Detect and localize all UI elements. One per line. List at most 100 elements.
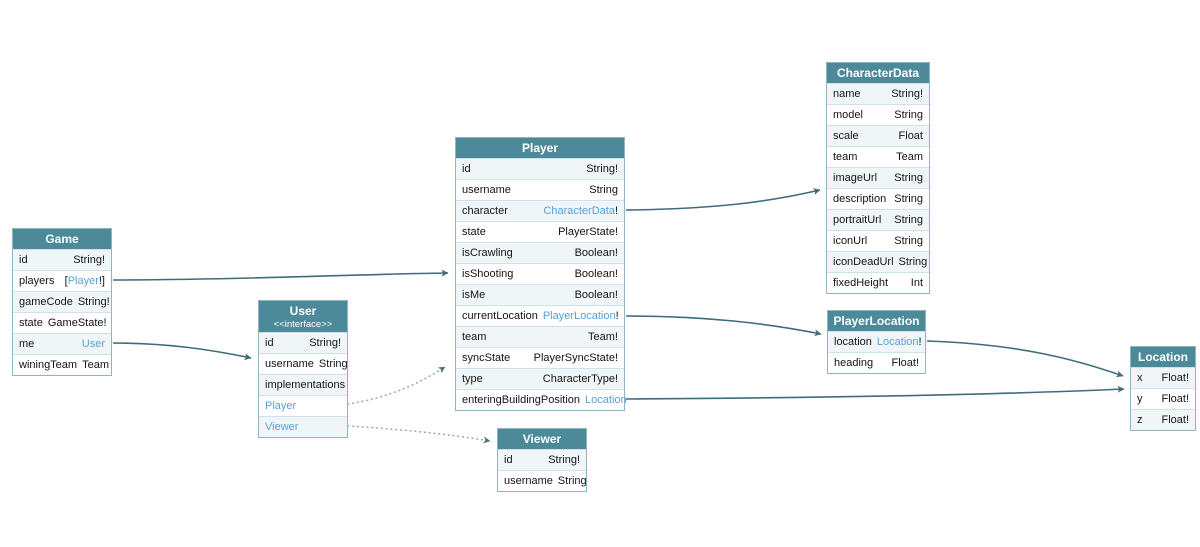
type-node-header[interactable]: Player bbox=[456, 138, 624, 158]
field-name: players bbox=[19, 275, 55, 287]
type-node-header[interactable]: PlayerLocation bbox=[828, 311, 925, 331]
type-link[interactable]: Location bbox=[585, 394, 627, 406]
type-modifier: String! bbox=[309, 337, 341, 349]
type-modifier: Boolean! bbox=[574, 289, 618, 301]
type-modifier: PlayerState! bbox=[558, 226, 618, 238]
field-name: model bbox=[833, 109, 863, 121]
field-type: String bbox=[899, 252, 928, 272]
edge-game-me bbox=[112, 342, 252, 361]
field-name: currentLocation bbox=[462, 310, 538, 322]
type-node-header[interactable]: CharacterData bbox=[827, 63, 929, 83]
type-link[interactable]: PlayerLocation bbox=[542, 310, 616, 322]
type-node-header[interactable]: User<<interface>> bbox=[259, 301, 347, 332]
type-modifier: Float! bbox=[1161, 372, 1189, 384]
field-type: CharacterType! bbox=[543, 369, 618, 389]
field-type: String bbox=[894, 210, 923, 230]
field-name: character bbox=[462, 205, 508, 217]
field-type: Float! bbox=[1161, 368, 1189, 388]
edge-user-viewer bbox=[347, 425, 491, 444]
type-modifier: String bbox=[557, 475, 587, 487]
field-row[interactable]: implementations bbox=[259, 374, 347, 395]
implementation-type-link[interactable]: Viewer bbox=[265, 421, 299, 433]
field-name: isShooting bbox=[462, 268, 514, 280]
field-name: syncState bbox=[462, 352, 511, 364]
type-modifier: ! bbox=[918, 336, 922, 348]
implementation-type-link[interactable]: Player bbox=[265, 400, 297, 412]
field-type: Int bbox=[911, 273, 923, 293]
field-row[interactable]: Viewer bbox=[259, 416, 347, 437]
field-row[interactable]: currentLocation PlayerLocation! bbox=[456, 305, 624, 326]
type-node-header[interactable]: Game bbox=[13, 229, 111, 249]
type-link[interactable]: User bbox=[81, 338, 105, 350]
field-row[interactable]: heading Float! bbox=[828, 352, 925, 373]
field-row[interactable]: Player bbox=[259, 395, 347, 416]
type-node-header[interactable]: Location bbox=[1131, 347, 1195, 367]
field-type: Float! bbox=[891, 353, 919, 373]
field-name: team bbox=[462, 331, 487, 343]
field-row[interactable]: players[Player!] bbox=[13, 270, 111, 291]
field-name: z bbox=[1137, 414, 1143, 426]
field-type: String bbox=[894, 168, 923, 188]
type-link[interactable]: Player bbox=[67, 275, 99, 287]
field-name: heading bbox=[834, 357, 874, 369]
field-name: winingTeam bbox=[19, 359, 78, 371]
type-link[interactable]: CharacterData bbox=[543, 205, 615, 217]
type-modifier: ! bbox=[615, 310, 619, 322]
field-type: GameState! bbox=[48, 313, 107, 333]
type-modifier: CharacterType! bbox=[542, 373, 618, 385]
edge-player-character bbox=[625, 188, 821, 211]
field-name: id bbox=[19, 254, 28, 266]
field-type: String! bbox=[586, 159, 618, 179]
type-modifier: Boolean! bbox=[574, 247, 618, 259]
type-node-header[interactable]: Viewer bbox=[498, 429, 586, 449]
field-type: String bbox=[589, 180, 618, 200]
field-name: description bbox=[833, 193, 887, 205]
type-node-title: User bbox=[289, 304, 317, 318]
type-link[interactable]: Location bbox=[876, 336, 919, 348]
type-modifier: String bbox=[589, 184, 618, 196]
